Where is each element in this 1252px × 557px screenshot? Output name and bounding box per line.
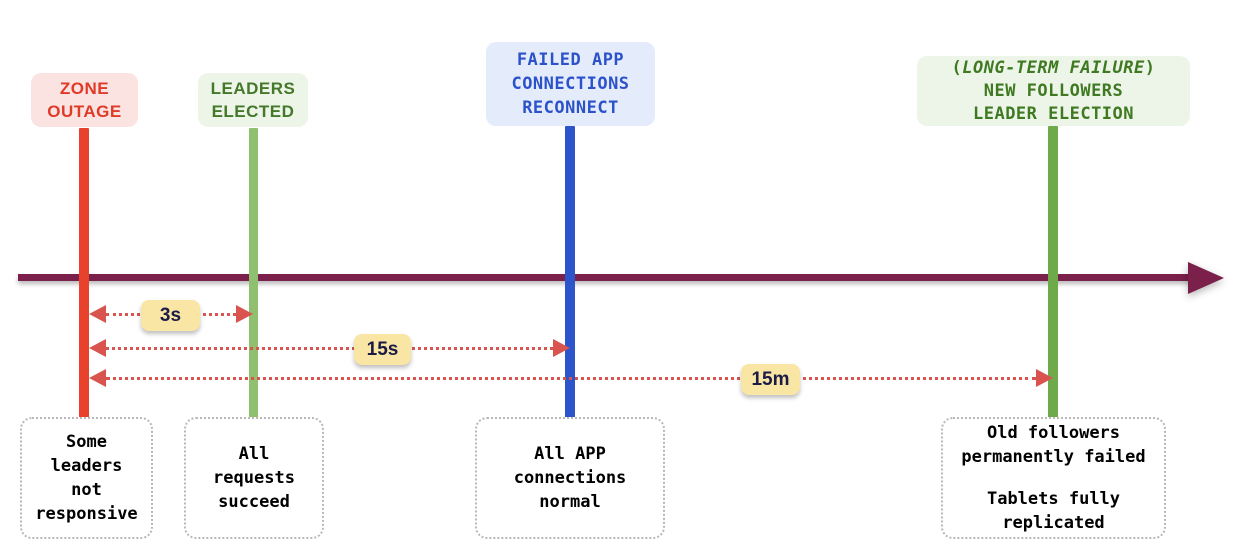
outcome-box-new-followers-leader-election: Old followers permanently failed Tablets… (941, 417, 1166, 539)
duration-measure-15s (89, 339, 570, 357)
event-label-line: ZONE (59, 79, 110, 98)
event-line-failed-app-connections (565, 126, 575, 420)
duration-arrowhead-right (1036, 369, 1053, 387)
duration-dotted-line (106, 377, 1036, 380)
event-label-line: CONNECTIONS (511, 74, 630, 94)
duration-badge-15m: 15m (741, 364, 800, 395)
event-label-italic-text: LONG-TERM FAILURE (962, 57, 1145, 78)
event-line-leaders-elected (249, 128, 258, 420)
duration-badge-3s: 3s (141, 300, 200, 331)
duration-arrowhead-right (553, 339, 570, 357)
event-label-line: OUTAGE (47, 102, 122, 121)
event-label-leaders-elected: LEADERS ELECTED (198, 73, 308, 127)
duration-arrowhead-left (89, 305, 106, 323)
outcome-line: replicated (1002, 513, 1105, 533)
outcome-line: All APP (534, 444, 606, 464)
duration-measure-15m (89, 369, 1053, 387)
event-label-line: LEADERS (210, 79, 296, 98)
event-label-failed-app-connections: FAILED APP CONNECTIONS RECONNECT (486, 42, 655, 126)
outcome-line: connections (513, 468, 627, 488)
duration-badge-15s: 15s (354, 334, 411, 365)
outcome-line: not (71, 480, 102, 500)
event-label-new-followers-leader-election: (LONG-TERM FAILURE) NEW FOLLOWERS LEADER… (917, 56, 1190, 126)
duration-arrowhead-left (89, 339, 106, 357)
outcome-line: succeed (218, 492, 290, 512)
duration-dotted-line (106, 347, 553, 350)
outcome-line: Tablets fully (986, 489, 1121, 509)
event-label-line-failure-mode: (LONG-TERM FAILURE) (951, 57, 1156, 78)
duration-arrowhead-left (89, 369, 106, 387)
event-label-line: FAILED APP (516, 50, 625, 70)
timeline-axis-arrowhead (1188, 262, 1224, 294)
outcome-line: permanently failed (961, 447, 1146, 467)
outcome-box-leaders-elected: All requests succeed (184, 417, 324, 539)
event-label-line: LEADER ELECTION (972, 103, 1135, 124)
outcome-line: All (238, 444, 270, 464)
event-label-line: ELECTED (211, 102, 295, 121)
event-label-line: NEW FOLLOWERS (983, 80, 1124, 101)
outcome-line: normal (539, 492, 601, 512)
outcome-line: responsive (35, 504, 138, 524)
outcome-box-failed-app-connections: All APP connections normal (475, 417, 665, 539)
outcome-line: Old followers (986, 423, 1121, 443)
outcome-box-zone-outage: Some leaders not responsive (20, 417, 153, 539)
outcome-line: Some (66, 432, 107, 452)
event-line-new-followers-leader-election (1048, 126, 1058, 420)
event-label-line: RECONNECT (522, 98, 619, 118)
duration-arrowhead-right (236, 305, 253, 323)
event-line-zone-outage (79, 128, 89, 420)
outcome-line: requests (213, 468, 295, 488)
outcome-line: leaders (50, 456, 123, 476)
timeline-axis (18, 274, 1203, 281)
event-label-zone-outage: ZONE OUTAGE (31, 73, 138, 127)
